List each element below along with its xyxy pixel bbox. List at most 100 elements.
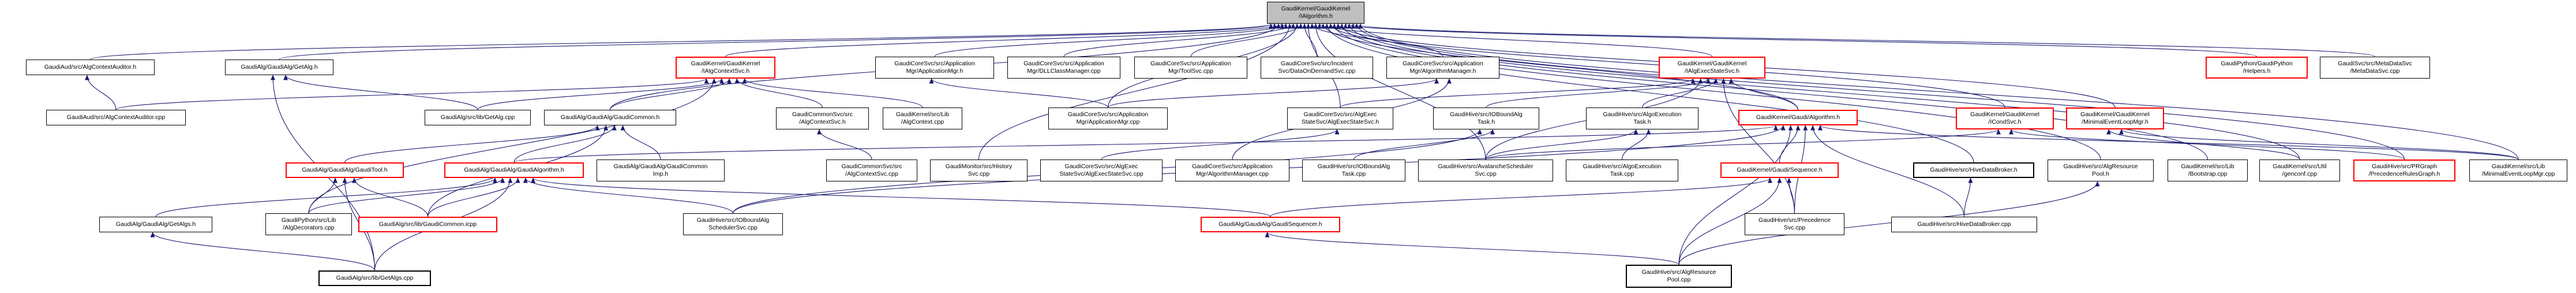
graph-node-label: GaudiKernel/GaudiKernel /ICondSvc.h — [1970, 111, 2039, 125]
graph-node-label: GaudiKernel/Gaudi/Sequence.h — [1737, 166, 1823, 173]
edge-minimal-event-loop-mgr-cpp-to-ialgorithm-h — [1358, 23, 2519, 160]
graph-node-precedence-rules-graph-h[interactable]: GaudiHive/src/PRGraph /PrecedenceRulesGr… — [2353, 160, 2455, 181]
graph-node-algo-execution-task-h[interactable]: GaudiHive/src/AlgoExecution Task.h — [1586, 107, 1698, 129]
graph-node-genconf-cpp[interactable]: GaudiKernel/src/Util /genconf.cpp — [2259, 160, 2340, 181]
edge-alg-exec-state-svc-cpp-to-alg-exec-state-svc-h — [1101, 129, 1340, 160]
edge-get-alg-cpp-to-get-alg-h — [283, 75, 478, 110]
graph-node-alg-exec-state-svc-h[interactable]: GaudiCoreSvc/src/AlgExec StateSvc/AlgExe… — [1287, 107, 1393, 129]
graph-node-alg-context-svc-h2[interactable]: GaudiCommonSvc/src /AlgContextSvc.h — [776, 107, 869, 129]
graph-node-ialg-context-svc-h[interactable]: GaudiKernel/GaudiKernel /IAlgContextSvc.… — [676, 57, 775, 79]
graph-node-helpers-h[interactable]: GaudiPython/GaudiPython /Helpers.h — [2206, 57, 2308, 79]
graph-node-label: GaudiHive/src/AvalancheScheduler Svc.cpp — [1438, 163, 1533, 177]
graph-node-hive-data-broker-cpp[interactable]: GaudiHive/src/HiveDataBroker.cpp — [1891, 217, 2037, 232]
edge-minimal-event-loop-mgr-cpp-to-algorithm-h — [1818, 125, 2519, 160]
graph-node-alg-exec-state-svc-cpp[interactable]: GaudiCoreSvc/src/AlgExec StateSvc/AlgExe… — [1040, 160, 1163, 181]
graph-node-label: GaudiAlg/GaudiAlg/GetAlg.h — [241, 64, 318, 71]
graph-node-get-algs-h[interactable]: GaudiAlg/GaudiAlg/GetAlgs.h — [99, 217, 212, 232]
graph-node-gaudi-tool-h[interactable]: GaudiAlg/GaudiAlg/GaudiTool.h — [286, 162, 404, 178]
edge-hive-data-broker-cpp-to-hive-data-broker-h — [1963, 177, 1973, 217]
graph-node-label: GaudiKernel/src/Util /genconf.cpp — [2273, 163, 2327, 177]
edge-hive-data-broker-h-to-ialgorithm-h — [1324, 23, 1974, 163]
graph-node-alg-context-cpp[interactable]: GaudiKernel/src/Lib /AlgContext.cpp — [883, 107, 962, 129]
edge-alg-context-auditor-cpp-to-alg-context-auditor-h — [85, 75, 117, 110]
graph-node-label: GaudiKernel/GaudiKernel /IAlgContextSvc.… — [691, 60, 760, 75]
graph-node-label: GaudiSvc/src/MetaDataSvc /MetaDataSvc.cp… — [2338, 60, 2412, 75]
edge-genconf-cpp-to-minimal-event-loop-mgr-h — [2106, 129, 2300, 160]
edge-precedence-svc-cpp-to-sequence-h — [1787, 177, 1795, 214]
graph-node-gaudi-algorithm-h[interactable]: GaudiAlg/GaudiAlg/GaudiAlgorithm.h — [444, 162, 584, 178]
graph-node-ialg-exec-state-svc-h[interactable]: GaudiKernel/GaudiKernel /IAlgExecStateSv… — [1659, 57, 1765, 79]
graph-node-label: GaudiHive/src/IOBoundAlg Task.cpp — [1317, 163, 1390, 177]
graph-node-dll-class-manager-cpp[interactable]: GaudiCoreSvc/src/Application Mgr/DLLClas… — [1007, 57, 1120, 79]
graph-node-label: GaudiAud/src/AlgContextAuditor.cpp — [66, 114, 166, 121]
graph-node-label: GaudiCoreSvc/src/Application Mgr/DLLClas… — [1023, 60, 1104, 75]
graph-node-alg-context-auditor-cpp[interactable]: GaudiAud/src/AlgContextAuditor.cpp — [46, 110, 186, 125]
edge-bootstrap-cpp-to-ialgorithm-h — [1339, 23, 2208, 160]
graph-node-iobound-alg-task-cpp[interactable]: GaudiHive/src/IOBoundAlg Task.cpp — [1302, 160, 1405, 181]
edge-helpers-h-to-ialgorithm-h — [1343, 23, 2258, 57]
graph-node-alg-context-auditor-h[interactable]: GaudiAud/src/AlgContextAuditor.h — [26, 60, 155, 75]
graph-node-minimal-event-loop-mgr-cpp[interactable]: GaudiKernel/src/Lib /MinimalEventLoopMgr… — [2469, 160, 2567, 181]
graph-node-label: GaudiKernel/src/Lib /MinimalEventLoopMgr… — [2481, 163, 2555, 177]
edge-avalanche-scheduler-svc-cpp-to-icond-svc-h — [1485, 129, 2001, 160]
graph-node-label: GaudiKernel/GaudiKernel /IAlgExecStateSv… — [1677, 60, 1747, 75]
edge-avalanche-scheduler-svc-cpp-to-algo-execution-task-h — [1485, 129, 1638, 160]
graph-node-alg-context-svc-cpp[interactable]: GaudiCommonSvc/src /AlgContextSvc.cpp — [826, 160, 917, 181]
edge-ialg-context-svc-h-to-ialgorithm-h — [725, 23, 1285, 57]
graph-node-hive-data-broker-h[interactable]: GaudiHive/src/HiveDataBroker.h — [1913, 162, 2034, 178]
edge-algo-execution-task-h-to-ialg-exec-state-svc-h — [1641, 78, 1719, 108]
graph-node-gaudi-common-h[interactable]: GaudiAlg/GaudiAlg/GaudiCommon.h — [544, 110, 676, 125]
graph-node-algorithm-h[interactable]: GaudiKernel/Gaudi/Algorithm.h — [1738, 110, 1858, 125]
graph-node-meta-data-svc-cpp[interactable]: GaudiSvc/src/MetaDataSvc /MetaDataSvc.cp… — [2320, 57, 2430, 79]
graph-node-alg-resource-pool-h[interactable]: GaudiHive/src/AlgResource Pool.h — [2048, 160, 2154, 181]
graph-node-iobound-alg-scheduler-svc-cpp[interactable]: GaudiHive/src/IOBoundAlg SchedulerSvc.cp… — [683, 213, 783, 235]
graph-node-gaudi-sequencer-h[interactable]: GaudiAlg/GaudiAlg/GaudiSequencer.h — [1201, 217, 1340, 232]
graph-node-tool-svc-cpp[interactable]: GaudiCoreSvc/src/Application Mgr/ToolSvc… — [1134, 57, 1247, 79]
graph-node-get-alg-cpp[interactable]: GaudiAlg/src/lib/GetAlg.cpp — [425, 110, 531, 125]
graph-node-label: GaudiCommonSvc/src /AlgContextSvc.cpp — [841, 163, 902, 177]
graph-node-label: GaudiHive/src/HiveDataBroker.cpp — [1917, 221, 2011, 228]
graph-node-label: GaudiAlg/GaudiAlg/GaudiAlgorithm.h — [464, 166, 564, 173]
graph-node-data-on-demand-svc-cpp[interactable]: GaudiCoreSvc/src/Incident Svc/DataOnDema… — [1261, 57, 1373, 79]
graph-node-minimal-event-loop-mgr-h[interactable]: GaudiKernel/GaudiKernel /MinimalEventLoo… — [2066, 107, 2164, 129]
graph-node-get-algs-cpp[interactable]: GaudiAlg/src/lib/GetAlgs.cpp — [318, 270, 431, 286]
edge-gaudi-algorithm-h-to-algorithm-h — [513, 125, 1778, 163]
edge-alg-resource-pool-cpp-to-gaudi-sequencer-h — [1265, 232, 1679, 265]
graph-node-gaudi-common-imp-h[interactable]: GaudiAlg/GaudiAlg/GaudiCommon Imp.h — [597, 160, 725, 181]
graph-node-bootstrap-cpp[interactable]: GaudiKernel/src/Lib /Bootstrap.cpp — [2168, 160, 2248, 181]
graph-node-application-mgr-cpp[interactable]: GaudiCoreSvc/src/Application Mgr/Applica… — [1048, 107, 1168, 129]
graph-node-get-alg-h[interactable]: GaudiAlg/GaudiAlg/GetAlg.h — [225, 60, 333, 75]
edge-history-svc-cpp-to-ialgorithm-h — [978, 23, 1292, 160]
graph-node-label: GaudiHive/src/PRGraph /PrecedenceRulesGr… — [2368, 163, 2440, 177]
edge-precedence-svc-cpp-to-ialg-exec-state-svc-h — [1721, 78, 1795, 214]
edge-alg-resource-pool-h-to-ialgorithm-h — [1332, 23, 2101, 160]
edge-precedence-rules-graph-h-to-ialgorithm-h — [1354, 23, 2405, 160]
edge-alg-resource-pool-cpp-to-algorithm-h — [1678, 125, 1793, 265]
edge-alg-exec-state-svc-h-to-ialg-exec-state-svc-h — [1340, 78, 1696, 108]
graph-node-icond-svc-h[interactable]: GaudiKernel/GaudiKernel /ICondSvc.h — [1956, 107, 2054, 129]
graph-node-sequence-h[interactable]: GaudiKernel/Gaudi/Sequence.h — [1720, 162, 1839, 178]
edge-iobound-alg-task-cpp-to-iobound-alg-task-h — [1353, 129, 1495, 160]
graph-node-gaudi-common-icpp[interactable]: GaudiAlg/src/lib/GaudiCommon.icpp — [358, 217, 497, 232]
graph-node-algorithm-manager-cpp[interactable]: GaudiCoreSvc/src/Application Mgr/Algorit… — [1175, 160, 1289, 181]
graph-node-ialgorithm-h: GaudiKernel/GaudiKernel /IAlgorithm.h — [1267, 2, 1364, 24]
edge-get-algs-h-to-gaudi-algorithm-h — [155, 177, 497, 217]
graph-node-iobound-alg-task-h[interactable]: GaudiHive/src/IOBoundAlg Task.h — [1433, 107, 1539, 129]
graph-node-application-mgr-h[interactable]: GaudiCoreSvc/src/Application Mgr/Applica… — [875, 57, 994, 79]
edge-alg-context-auditor-cpp-to-ialg-context-svc-h — [115, 78, 709, 110]
graph-node-alg-resource-pool-cpp[interactable]: GaudiHive/src/AlgResource Pool.cpp — [1626, 265, 1732, 288]
edge-get-algs-cpp-to-get-algs-h — [150, 232, 376, 271]
graph-node-algo-execution-task-cpp[interactable]: GaudiHive/src/AlgoExecution Task.cpp — [1566, 160, 1678, 181]
graph-node-algorithm-manager-h[interactable]: GaudiCoreSvc/src/Application Mgr/Algorit… — [1386, 57, 1499, 79]
graph-node-label: GaudiAlg/src/lib/GetAlg.cpp — [440, 114, 515, 121]
edge-sequence-h-to-algorithm-h — [1779, 125, 1801, 163]
graph-node-avalanche-scheduler-svc-cpp[interactable]: GaudiHive/src/AvalancheScheduler Svc.cpp — [1418, 160, 1553, 181]
graph-node-alg-decorators-cpp[interactable]: GaudiPython/src/Lib /AlgDecorators.cpp — [265, 213, 352, 235]
edge-alg-context-svc-cpp-to-alg-context-svc-h2 — [817, 129, 872, 160]
graph-node-history-svc-cpp[interactable]: GaudiMonitor/src/History Svc.cpp — [930, 160, 1028, 181]
edge-gaudi-common-imp-h-to-gaudi-common-h — [620, 125, 661, 160]
graph-node-label: GaudiPython/GaudiPython /Helpers.h — [2221, 60, 2293, 75]
edge-precedence-rules-graph-h-to-icond-svc-h — [2009, 129, 2405, 160]
graph-node-precedence-svc-cpp[interactable]: GaudiHive/src/Precedence Svc.cpp — [1745, 213, 1844, 235]
